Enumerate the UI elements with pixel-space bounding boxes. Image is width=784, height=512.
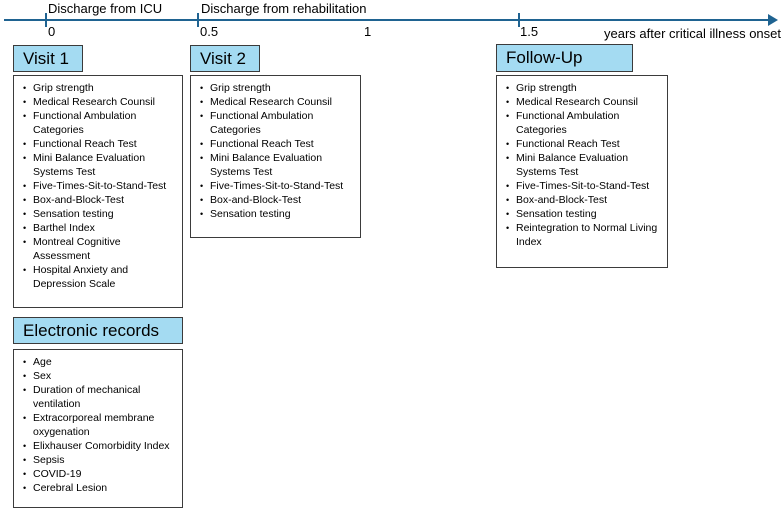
- list-item: Functional Ambulation Categories: [20, 109, 174, 137]
- list-item: Sex: [20, 369, 174, 383]
- list-item: Age: [20, 355, 174, 369]
- list-item: Cerebral Lesion: [20, 481, 174, 495]
- list-item: Box-and-Block-Test: [197, 193, 352, 207]
- list-item: Medical Research Counsil: [20, 95, 174, 109]
- list-item: Extracorporeal membrane oxygenation: [20, 411, 174, 439]
- list-item: Medical Research Counsil: [197, 95, 352, 109]
- list-item: Medical Research Counsil: [503, 95, 659, 109]
- list-item: Functional Reach Test: [20, 137, 174, 151]
- list-item: Five-Times-Sit-to-Stand-Test: [20, 179, 174, 193]
- list-item: Functional Reach Test: [197, 137, 352, 151]
- list-item: Montreal Cognitive Assessment: [20, 235, 174, 263]
- event-label-discharge-icu: Discharge from ICU: [48, 1, 163, 16]
- list-item: Mini Balance Evaluation Systems Test: [20, 151, 174, 179]
- list-item: Five-Times-Sit-to-Stand-Test: [197, 179, 352, 193]
- event-label-discharge-rehabilitation: Discharge from rehabilitation: [201, 1, 367, 16]
- list-item: Functional Ambulation Categories: [197, 109, 352, 137]
- axis-tick-label-0-5: 0.5: [200, 24, 219, 39]
- axis-tick-0: [45, 13, 47, 27]
- list-item: Hospital Anxiety and Depression Scale: [20, 263, 174, 291]
- panel-visit2-header: Visit 2: [190, 45, 260, 72]
- list-item: Grip strength: [503, 81, 659, 95]
- list-item: Sensation testing: [503, 207, 659, 221]
- list-item: Functional Reach Test: [503, 137, 659, 151]
- list-item: Mini Balance Evaluation Systems Test: [503, 151, 659, 179]
- panel-electronic-records-list: AgeSexDuration of mechanical ventilation…: [13, 349, 183, 508]
- panel-followup-header: Follow-Up: [496, 44, 633, 72]
- list-item: Reintegration to Normal Living Index: [503, 221, 659, 249]
- axis-caption: years after critical illness onset: [603, 26, 781, 41]
- axis-tick-0-5: [197, 13, 199, 27]
- list-item: Mini Balance Evaluation Systems Test: [197, 151, 352, 179]
- list-item: Grip strength: [20, 81, 174, 95]
- axis-tick-label-1: 1: [364, 24, 372, 39]
- list-item: Duration of mechanical ventilation: [20, 383, 174, 411]
- panel-visit2-list: Grip strengthMedical Research CounsilFun…: [190, 75, 361, 238]
- axis-tick-1-5: [518, 13, 520, 27]
- list-item: Sepsis: [20, 453, 174, 467]
- list-item: Five-Times-Sit-to-Stand-Test: [503, 179, 659, 193]
- panel-visit1-list: Grip strengthMedical Research CounsilFun…: [13, 75, 183, 308]
- axis-arrowhead-icon: [768, 14, 778, 26]
- list-item: Barthel Index: [20, 221, 174, 235]
- panel-visit1-header: Visit 1: [13, 45, 83, 72]
- timeline-axis-line: [4, 19, 772, 21]
- list-item: Box-and-Block-Test: [503, 193, 659, 207]
- axis-tick-label-0: 0: [48, 24, 56, 39]
- axis-tick-label-1-5: 1.5: [520, 24, 539, 39]
- list-item: Sensation testing: [197, 207, 352, 221]
- panel-electronic-records-header: Electronic records: [13, 317, 183, 344]
- list-item: Box-and-Block-Test: [20, 193, 174, 207]
- list-item: Functional Ambulation Categories: [503, 109, 659, 137]
- list-item: Sensation testing: [20, 207, 174, 221]
- panel-followup-list: Grip strengthMedical Research CounsilFun…: [496, 75, 668, 268]
- list-item: Grip strength: [197, 81, 352, 95]
- list-item: Elixhauser Comorbidity Index: [20, 439, 174, 453]
- list-item: COVID-19: [20, 467, 174, 481]
